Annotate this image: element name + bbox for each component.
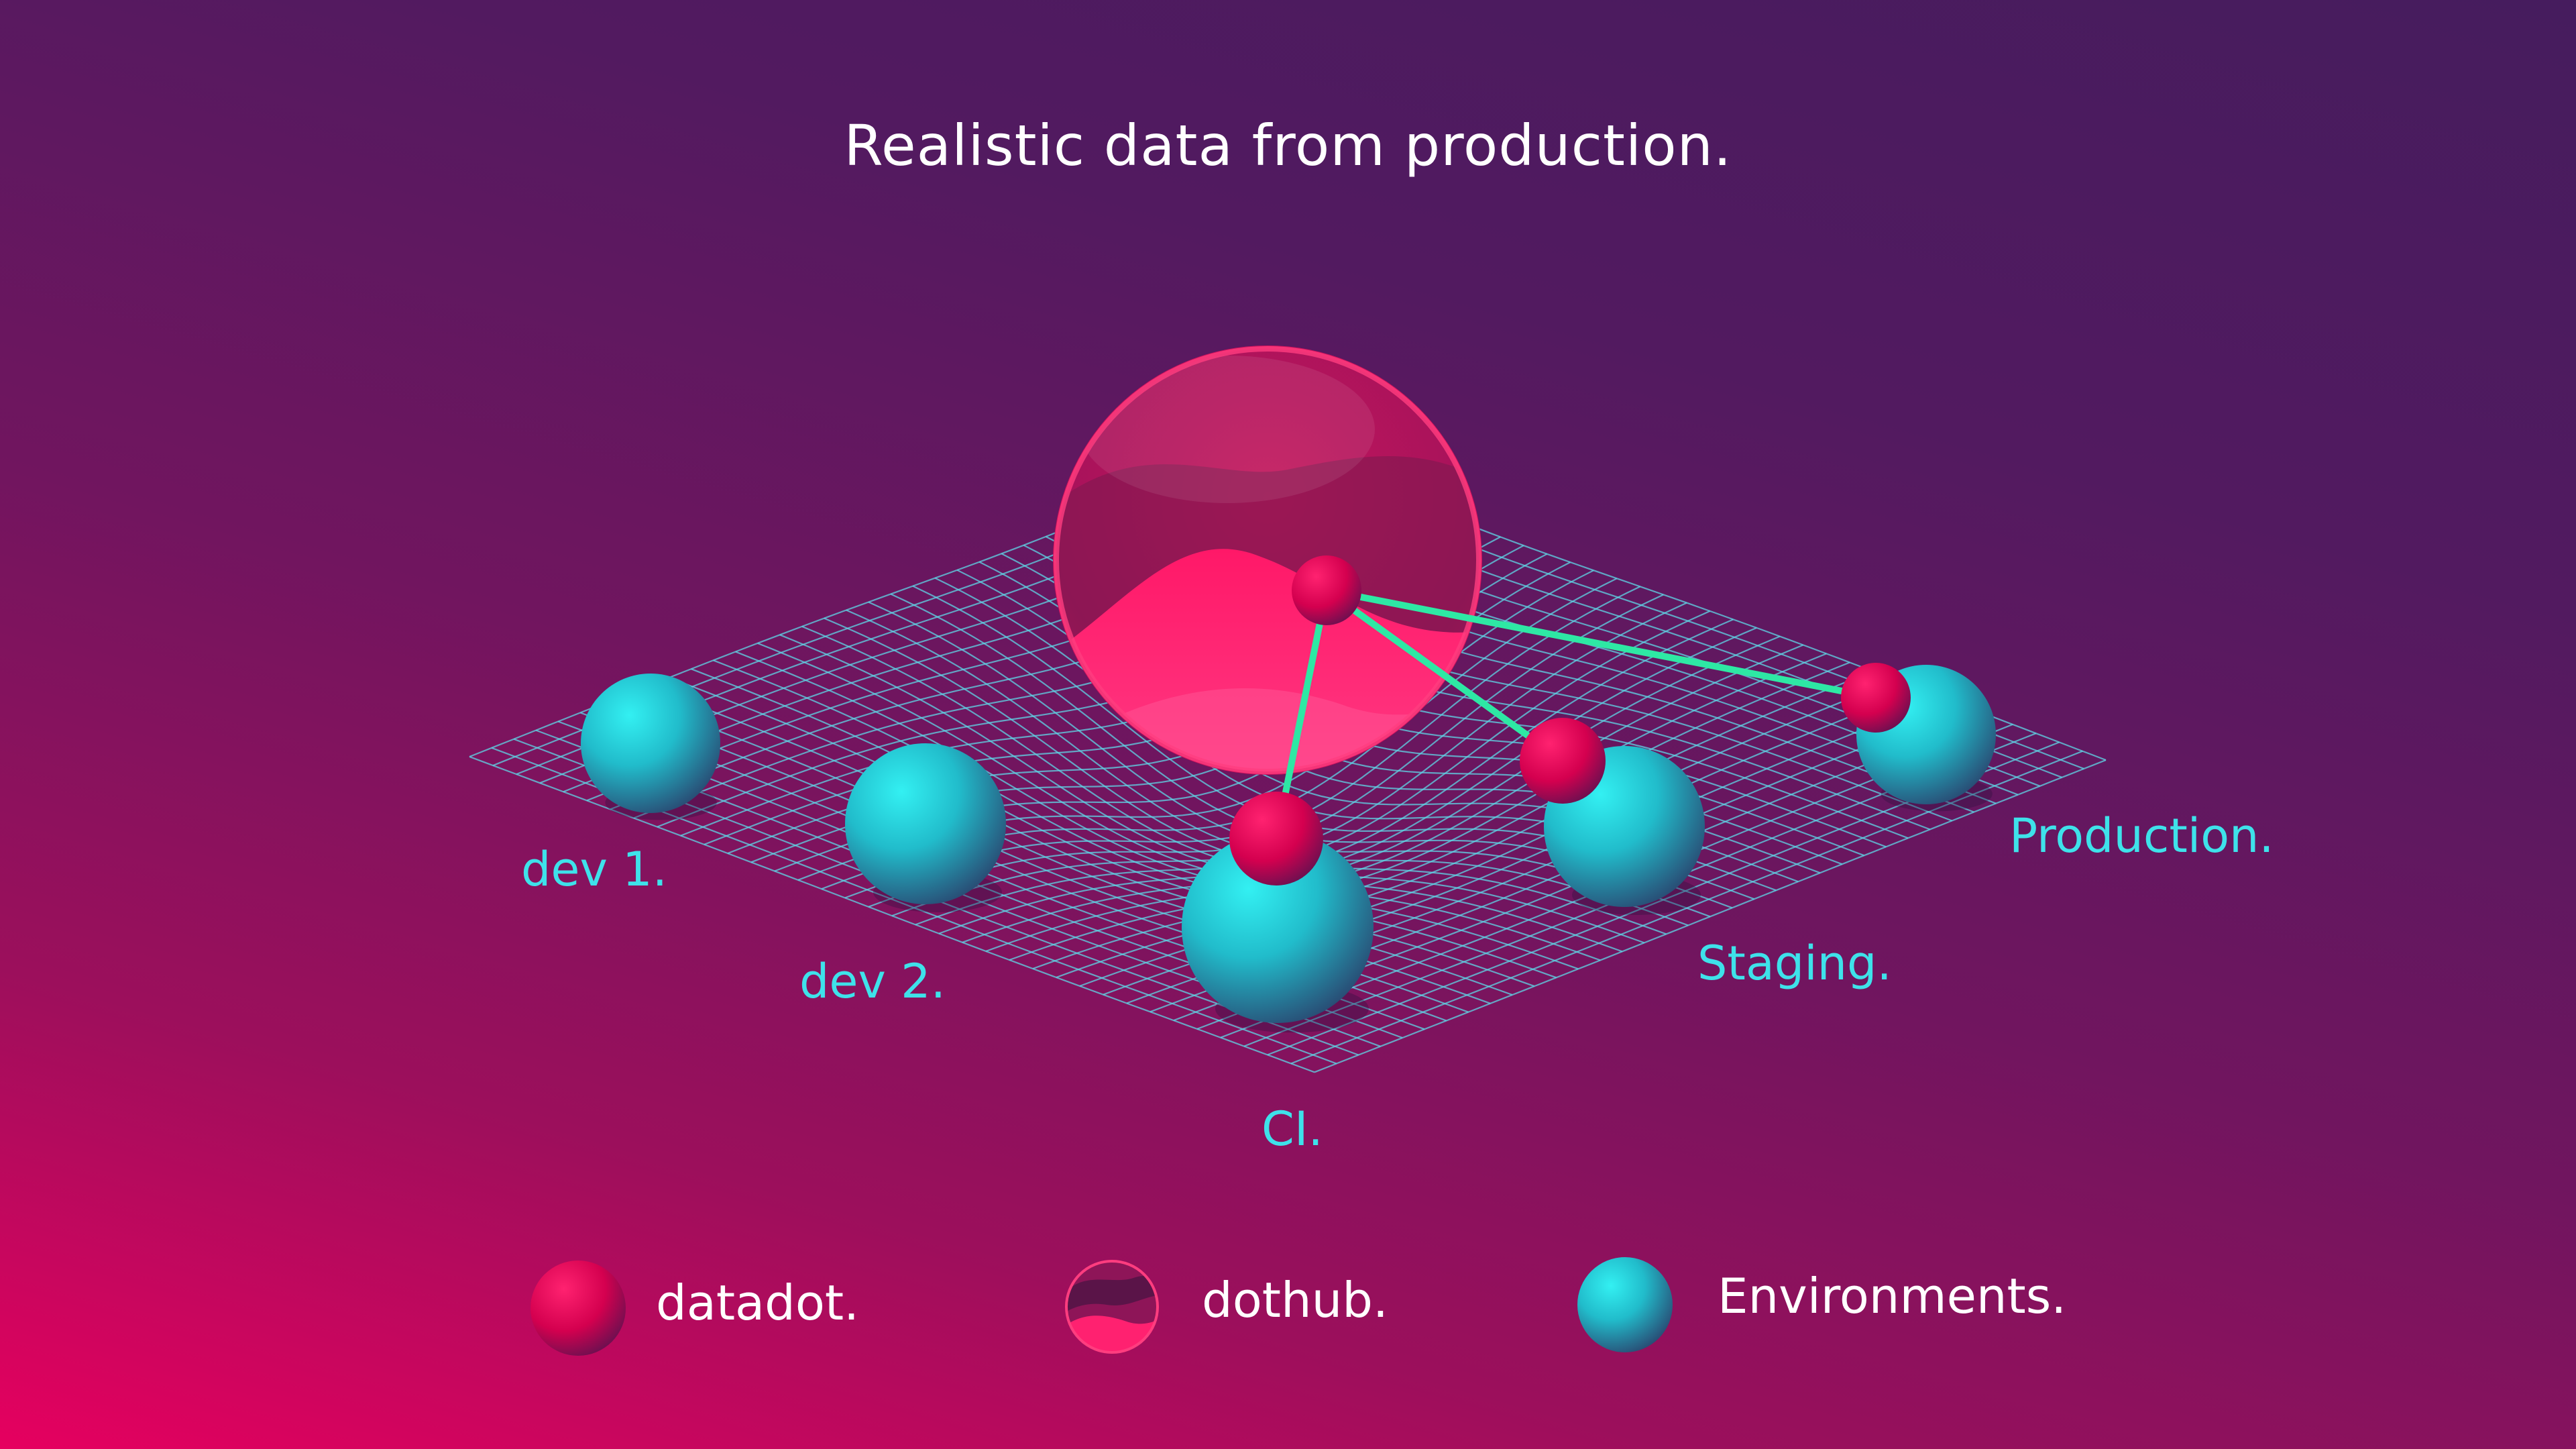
environment-icon — [1577, 1257, 1673, 1352]
environment-sphere-ci — [1182, 831, 1374, 1023]
env-label-staging: Staging. — [1697, 936, 1892, 991]
page-title: Realistic data from production. — [844, 113, 1732, 178]
dothub-icon — [1065, 1260, 1159, 1354]
datadot-production — [1841, 663, 1911, 733]
grid-line — [1290, 750, 2083, 1065]
environment-sphere-dev2 — [845, 743, 1006, 904]
grid-line — [1314, 759, 2107, 1073]
datadot-ci — [1229, 792, 1323, 885]
connector-dothub-staging — [1323, 587, 1566, 764]
legend-label-dothub: dothub. — [1202, 1272, 1388, 1328]
datadot-staging — [1520, 718, 1606, 804]
env-label-dev2: dev 2. — [799, 954, 946, 1009]
env-label-production: Production. — [2009, 808, 2274, 863]
environment-nodes — [581, 555, 1996, 1033]
grid-line — [469, 755, 1315, 1073]
env-label-ci: CI. — [1262, 1102, 1323, 1157]
environment-sphere-dev1 — [581, 674, 720, 813]
datadot-dothub — [1292, 555, 1361, 625]
datadot-icon — [530, 1260, 626, 1356]
legend-label-environments: Environments. — [1718, 1268, 2067, 1324]
env-label-dev1: dev 1. — [521, 842, 667, 897]
legend-label-datadot: datadot. — [656, 1275, 860, 1331]
connector-dothub-production — [1323, 587, 1879, 701]
